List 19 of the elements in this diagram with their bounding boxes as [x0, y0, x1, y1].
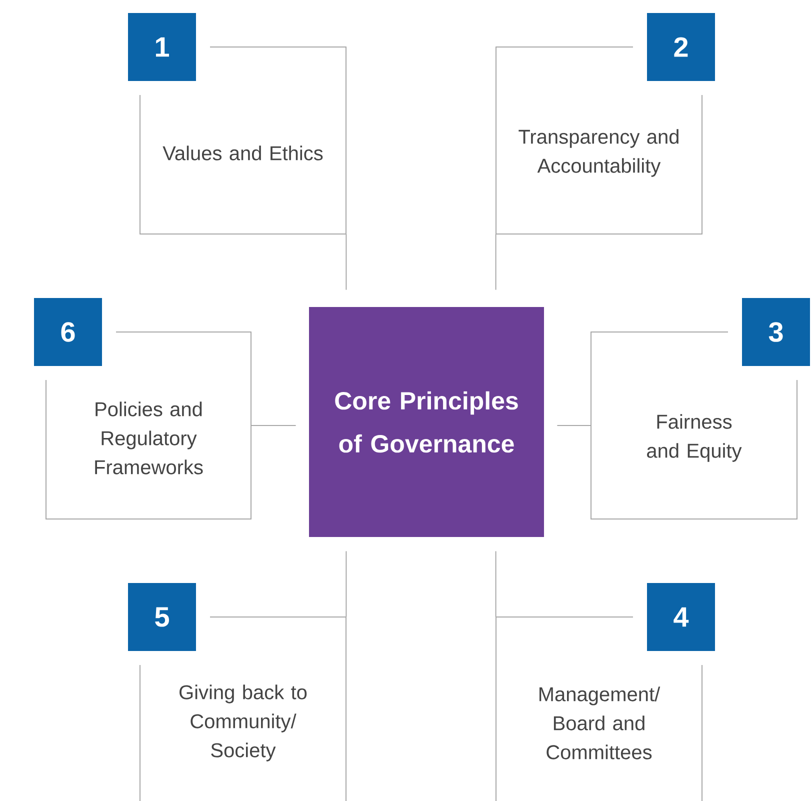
box-text: Giving back to Community/ Society	[180, 684, 307, 762]
number-badge: 1	[128, 13, 196, 81]
box-text: Transparency and Accountability	[518, 129, 678, 177]
number-badge: 5	[128, 583, 196, 651]
connector-line	[495, 550, 496, 618]
box-text: Management/ Board and Committees	[540, 686, 660, 760]
connector-line	[250, 425, 296, 426]
connector-line	[346, 550, 347, 618]
box-text: Fairness and Equity	[647, 414, 742, 462]
box-text: Policies and Regulatory Frameworks	[95, 402, 203, 474]
number-badge: 4	[647, 583, 715, 651]
number-badge: 6	[34, 298, 102, 366]
connector-line	[346, 234, 347, 290]
box-text: Values and Ethics	[162, 146, 323, 160]
connector-line	[495, 234, 496, 290]
number-badge: 3	[742, 298, 810, 366]
connector-line	[556, 425, 592, 426]
number-badge: 2	[647, 13, 715, 81]
center-box: Core Principles of Governance	[309, 307, 544, 537]
